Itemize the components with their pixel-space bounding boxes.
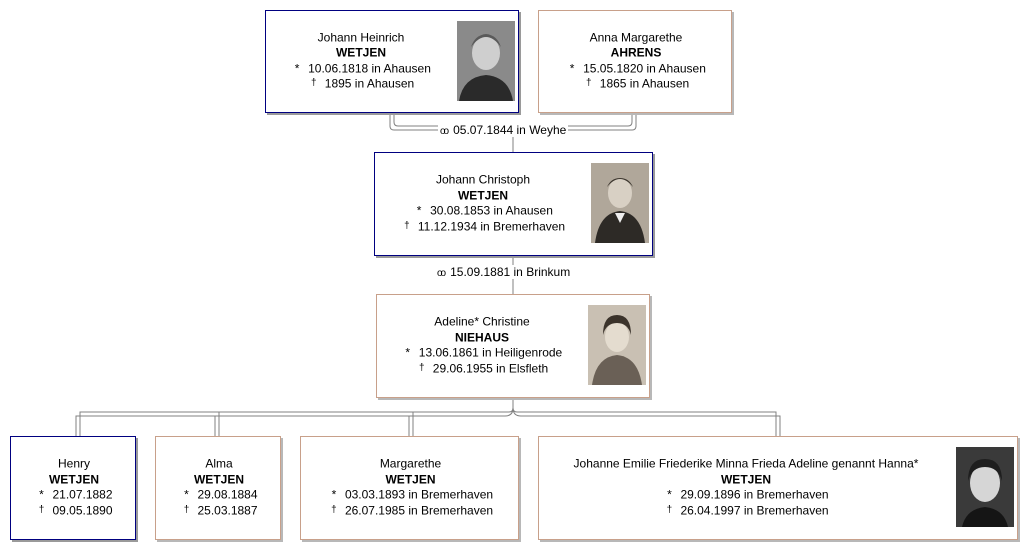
person-card-main[interactable]: Johann Christoph WETJEN *30.08.1853 in A… [374,152,653,256]
birth-symbol: * [569,61,575,75]
spouse-info: Adeline* Christine NIEHAUS *13.06.1861 i… [377,315,587,378]
birth-symbol: * [405,345,411,360]
birth-symbol: * [416,203,422,218]
father-info: Johann Heinrich WETJEN *10.06.1818 in Ah… [266,30,456,93]
mother-death: †1865 in Ahausen [539,77,733,94]
child-2-death: †25.03.1887 [156,503,282,520]
person-info: Johann Christoph WETJEN *30.08.1853 in A… [375,173,591,236]
person-given-name: Johann Christoph [435,172,531,187]
spouse-birth: *13.06.1861 in Heiligenrode [377,346,587,362]
child-1-given-name: Henry [57,456,90,471]
parents-marriage-date: 05.07.1844 in Weyhe [453,123,567,137]
child-4-surname: WETJEN [720,472,771,486]
father-death: †1895 in Ahausen [266,77,456,94]
spouse-photo[interactable] [588,305,646,385]
child-card-1[interactable]: Henry WETJEN *21.07.1882 †09.05.1890 [10,436,136,540]
child-2-birth: *29.08.1884 [156,488,282,504]
father-given-name: Johann Heinrich [317,30,405,44]
child-card-2[interactable]: Alma WETJEN *29.08.1884 †25.03.1887 [155,436,281,540]
child-3-birth: *03.03.1893 in Bremerhaven [301,488,520,504]
mother-birth: *15.05.1820 in Ahausen [539,61,733,77]
child-4-given-name: Johanne Emilie Friederike Minna Frieda A… [573,456,919,471]
person-surname: WETJEN [457,188,508,202]
mother-given-name: Anna Margarethe [589,30,683,44]
death-symbol: † [38,504,45,515]
death-symbol: † [586,77,592,89]
mother-surname: AHRENS [610,45,662,60]
death-symbol: † [666,504,673,515]
child-card-3[interactable]: Margarethe WETJEN *03.03.1893 in Bremerh… [300,436,519,540]
spouse-death: †29.06.1955 in Elsfleth [377,361,587,378]
child-2-given-name: Alma [205,456,233,471]
person-photo[interactable] [591,163,649,243]
child-3-death: †26.07.1985 in Bremerhaven [301,503,520,520]
father-photo[interactable] [457,21,515,101]
death-symbol: † [311,77,317,89]
birth-symbol: * [667,487,672,502]
father-surname: WETJEN [335,45,386,60]
spouse-given-name: Adeline* Christine [434,314,530,329]
child-3-info: Margarethe WETJEN *03.03.1893 in Bremerh… [301,457,520,520]
child-3-given-name: Margarethe [379,456,442,471]
person-card-mother[interactable]: Anna Margarethe AHRENS *15.05.1820 in Ah… [538,10,732,113]
birth-symbol: * [294,61,300,75]
couple-marriage-date: 15.09.1881 in Brinkum [450,265,571,279]
birth-symbol: * [331,487,337,502]
child-4-birth: *29.09.1896 in Bremerhaven [539,488,953,504]
person-birth: *30.08.1853 in Ahausen [375,204,591,220]
death-symbol: † [419,362,425,373]
marriage-rings-icon: oo [440,126,449,137]
birth-symbol: * [39,487,44,502]
death-symbol: † [183,504,190,515]
couple-marriage-label: oo 15.09.1881 in Brinkum [435,265,573,279]
child-4-info: Johanne Emilie Friederike Minna Frieda A… [539,457,953,520]
death-symbol: † [404,220,410,231]
child-2-info: Alma WETJEN *29.08.1884 †25.03.1887 [156,457,282,520]
child-1-surname: WETJEN [48,472,99,486]
person-card-father[interactable]: Johann Heinrich WETJEN *10.06.1818 in Ah… [265,10,519,113]
child-3-surname: WETJEN [385,472,436,486]
parents-marriage-label: oo 05.07.1844 in Weyhe [438,123,569,137]
child-card-4[interactable]: Johanne Emilie Friederike Minna Frieda A… [538,436,1018,540]
person-death: †11.12.1934 in Bremerhaven [375,219,591,236]
child-2-surname: WETJEN [193,472,244,486]
spouse-surname: NIEHAUS [454,330,509,344]
marriage-rings-icon: oo [437,268,446,279]
mother-info: Anna Margarethe AHRENS *15.05.1820 in Ah… [539,30,733,93]
child-4-death: †26.04.1997 in Bremerhaven [539,503,953,520]
child-1-info: Henry WETJEN *21.07.1882 †09.05.1890 [11,457,137,520]
child-1-birth: *21.07.1882 [11,488,137,504]
child-1-death: †09.05.1890 [11,503,137,520]
father-birth: *10.06.1818 in Ahausen [266,61,456,77]
birth-symbol: * [184,487,189,502]
death-symbol: † [331,504,337,515]
child-4-photo[interactable] [956,447,1014,527]
person-card-spouse[interactable]: Adeline* Christine NIEHAUS *13.06.1861 i… [376,294,650,398]
